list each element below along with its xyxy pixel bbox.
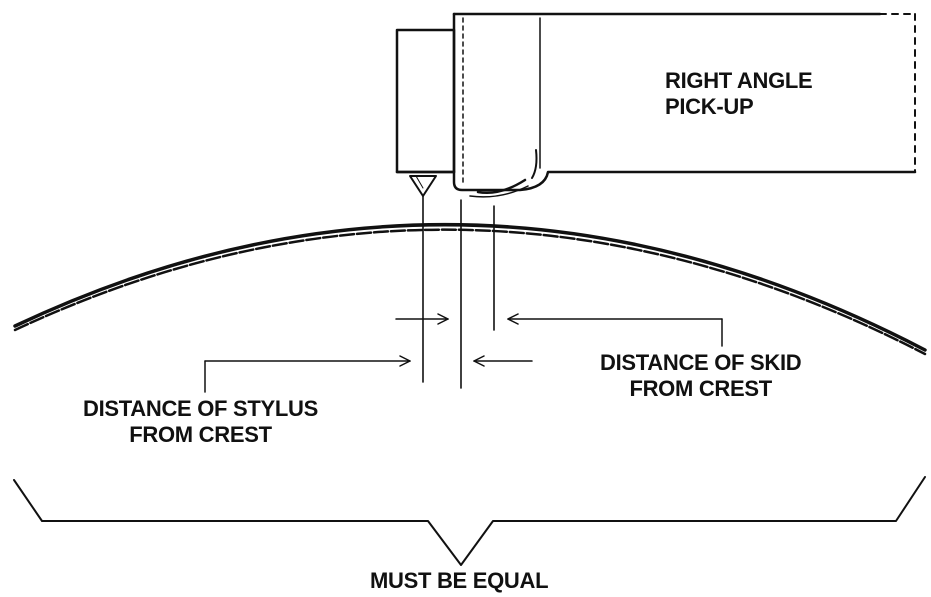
stylus-distance-label-line-2: FROM CREST	[129, 422, 272, 447]
pickup-label: RIGHT ANGLE PICK-UP	[665, 68, 813, 120]
stylus-distance-label: DISTANCE OF STYLUS FROM CREST	[83, 396, 318, 448]
stylus-distance-dimension	[204, 355, 533, 393]
skid-distance-label-line-1: DISTANCE OF SKID	[600, 350, 802, 375]
pickup-label-line-1: RIGHT ANGLE	[665, 68, 813, 93]
stylus-holder	[395, 28, 456, 197]
pickup-label-line-2: PICK-UP	[665, 94, 754, 119]
stylus-distance-label-line-1: DISTANCE OF STYLUS	[83, 396, 318, 421]
workpiece-surface-inner	[13, 228, 927, 356]
skid-distance-dimension	[395, 313, 723, 347]
right-angle-pickup	[452, 12, 917, 198]
must-be-equal-label: MUST BE EQUAL	[370, 568, 549, 593]
must-be-equal-brace	[13, 476, 926, 566]
skid-distance-label-line-2: FROM CREST	[629, 376, 772, 401]
stylus-tip	[409, 175, 437, 197]
skid-distance-label: DISTANCE OF SKID FROM CREST	[600, 350, 802, 402]
workpiece-surface-outer	[13, 222, 927, 352]
